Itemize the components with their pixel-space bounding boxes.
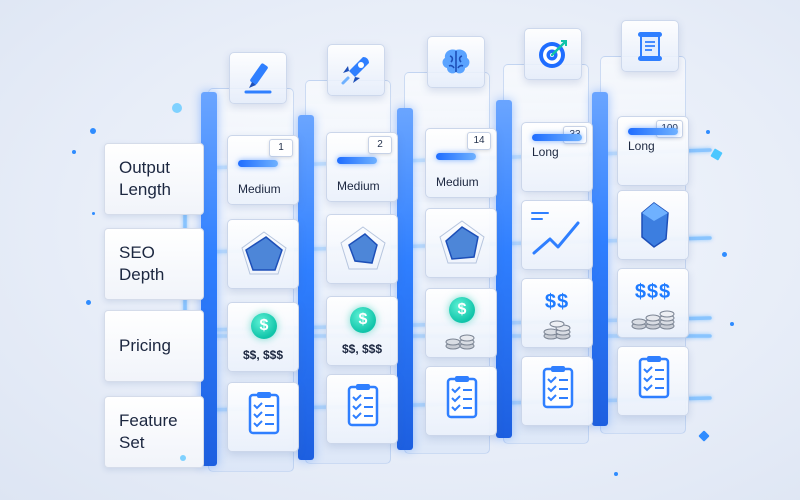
pricing-text: $$, $$$ <box>341 342 383 356</box>
column-2-header <box>327 44 385 96</box>
column-5-header <box>621 20 679 72</box>
length-text: Medium <box>337 179 380 193</box>
checklist-clipboard-icon <box>542 366 574 409</box>
scroll-icon <box>638 32 662 61</box>
cell-feature-set-5 <box>617 346 689 416</box>
sparkle-dot <box>698 430 710 442</box>
cell-seo-depth-3 <box>425 208 497 278</box>
coin-stack-icon <box>618 307 688 331</box>
length-level-badge: 1 <box>269 139 293 157</box>
cell-feature-set-2 <box>326 374 398 444</box>
cell-pricing-2: $ $$, $$$ <box>326 296 398 366</box>
sparkle-dot <box>730 322 734 326</box>
length-text: Medium <box>238 182 281 196</box>
brain-icon <box>442 49 470 74</box>
dollar-coin-icon: $ <box>449 297 475 323</box>
length-text: Long <box>532 145 559 159</box>
pillar-5 <box>592 92 608 426</box>
trend-line-icon <box>531 212 580 255</box>
cell-pricing-1: $ $$, $$$ <box>227 302 299 372</box>
sparkle-dot <box>710 148 723 161</box>
pillar-2 <box>298 115 314 460</box>
column-3-header <box>427 36 485 88</box>
length-bar <box>532 134 582 141</box>
sparkle-dot <box>72 150 76 154</box>
pricing-dollars: $$ <box>544 291 570 313</box>
sparkle-dot <box>706 130 710 134</box>
pentagon-radar-icon <box>439 220 485 264</box>
checklist-clipboard-icon <box>248 392 280 435</box>
pentagon-radar-icon <box>340 226 386 270</box>
cell-feature-set-4 <box>521 356 593 426</box>
sparkle-dot <box>86 300 91 305</box>
pen-icon <box>244 63 272 94</box>
row-label-seo-depth: SEO Depth <box>104 228 204 300</box>
pentagon-radar-icon <box>241 231 287 275</box>
dollar-coin-icon: $ <box>251 313 277 339</box>
length-bar <box>238 160 278 167</box>
dollar-coin-icon: $ <box>350 307 376 333</box>
sparkle-dot <box>172 103 182 113</box>
pillar-4 <box>496 100 512 438</box>
sparkle-dot <box>180 455 186 461</box>
row-label-pricing: Pricing <box>104 310 204 382</box>
column-4-header <box>524 28 582 80</box>
column-1-header <box>229 52 287 104</box>
coin-stack-icon <box>426 333 496 351</box>
length-bar <box>628 128 678 135</box>
cell-output-length-1: 1 Medium <box>227 135 299 205</box>
cell-feature-set-3 <box>425 366 497 436</box>
cell-seo-depth-4 <box>521 200 593 270</box>
cell-feature-set-1 <box>227 382 299 452</box>
cell-output-length-5: 100 Long <box>617 116 689 186</box>
sparkle-dot <box>90 128 96 134</box>
row-label-feature-set: Feature Set <box>104 396 204 468</box>
sparkle-dot <box>722 252 727 257</box>
pillar-3 <box>397 108 413 450</box>
sparkle-dot <box>92 212 95 215</box>
length-level-badge: 2 <box>368 136 392 154</box>
coin-stack-icon <box>522 319 592 341</box>
cell-output-length-2: 2 Medium <box>326 132 398 202</box>
length-text: Long <box>628 139 655 153</box>
cell-seo-depth-2 <box>326 214 398 284</box>
cell-pricing-4: $$ <box>521 278 593 348</box>
length-bar <box>337 157 377 164</box>
gem-icon <box>641 202 669 248</box>
length-level-badge: 14 <box>467 132 491 150</box>
target-icon <box>539 40 567 68</box>
checklist-clipboard-icon <box>446 376 478 419</box>
cell-pricing-3: $ <box>425 288 497 358</box>
pricing-text: $$, $$$ <box>242 348 284 362</box>
cell-seo-depth-5 <box>617 190 689 260</box>
checklist-clipboard-icon <box>347 384 379 427</box>
length-text: Medium <box>436 175 479 189</box>
cell-pricing-5: $$$ <box>617 268 689 338</box>
row-label-output-length: Output Length <box>104 143 204 215</box>
cell-output-length-3: 14 Medium <box>425 128 497 198</box>
cell-output-length-4: 33 Long <box>521 122 593 192</box>
cell-seo-depth-1 <box>227 219 299 289</box>
sparkle-dot <box>614 472 618 476</box>
rocket-icon <box>341 57 369 85</box>
length-bar <box>436 153 476 160</box>
checklist-clipboard-icon <box>638 356 670 399</box>
pillar-1 <box>201 92 217 466</box>
pricing-dollars: $$$ <box>634 281 672 303</box>
